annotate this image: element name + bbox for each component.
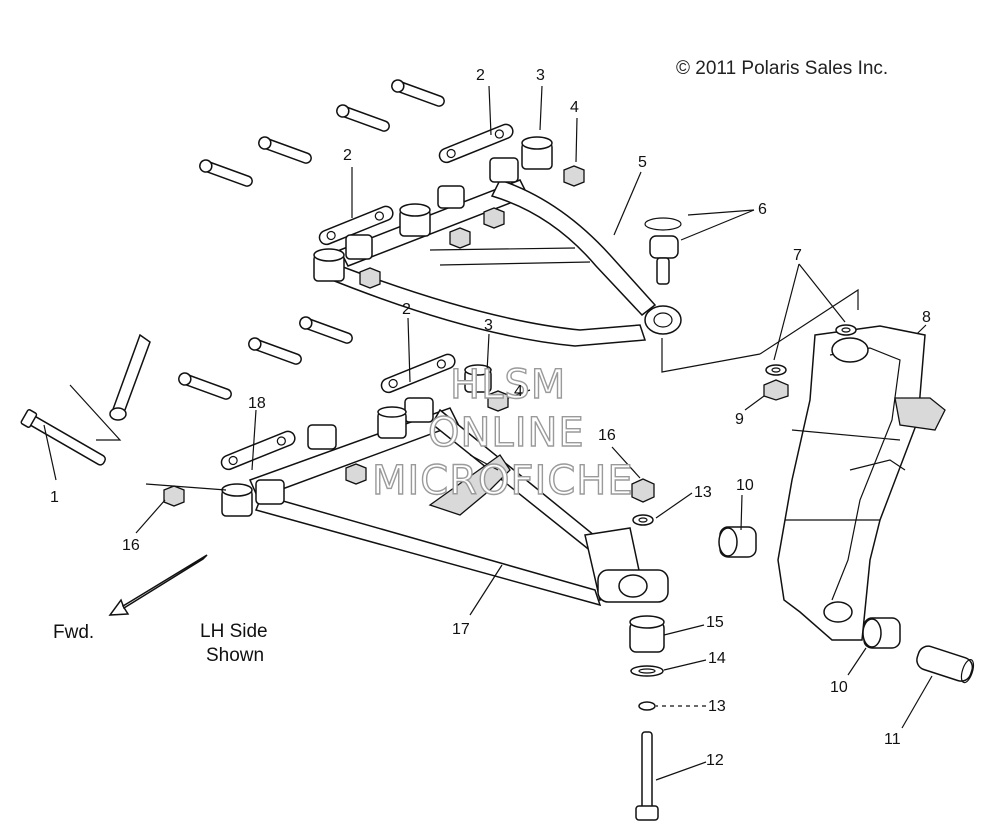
lower-bushings [221, 364, 492, 517]
pin-11 [916, 645, 975, 684]
callout-13: 13 [694, 484, 712, 501]
callout-11: 11 [884, 731, 901, 748]
watermark-line-1: HLSM [450, 362, 566, 408]
callout-13: 13 [708, 698, 726, 715]
upper-bushings [313, 136, 553, 282]
lower-pivot-plates [220, 353, 456, 471]
ball-joint-assembly [644, 217, 682, 285]
lower-a-arm [248, 407, 669, 607]
spindle-bushing-10-bottom [862, 617, 901, 649]
callout-16: 16 [598, 427, 616, 444]
upper-nuts [359, 165, 585, 289]
lower-pivot-bolt-1 [20, 384, 122, 466]
callout-12: 12 [706, 752, 724, 769]
side-note-line-2: Shown [206, 645, 264, 666]
callout-7: 7 [793, 247, 802, 264]
spindle-washers [763, 324, 857, 401]
callout-8: 8 [922, 309, 931, 326]
callout-4: 4 [514, 383, 523, 400]
lower-leader-lines [43, 317, 933, 781]
callout-10: 10 [830, 679, 848, 696]
lower-nuts [163, 390, 655, 526]
shock-link-sketch [109, 333, 151, 421]
upper-pivot-plates [318, 123, 514, 246]
callout-9: 9 [735, 411, 744, 428]
callout-6: 6 [758, 201, 767, 218]
callout-2: 2 [343, 147, 352, 164]
lower-ball-joint-stack [629, 615, 665, 821]
callout-3: 3 [484, 317, 493, 334]
callout-4: 4 [570, 99, 579, 116]
upper-a-arm [320, 179, 682, 347]
watermark: HLSM ONLINE MICROFICHE [371, 361, 634, 504]
side-note-line-1: LH Side [200, 621, 268, 642]
spindle [777, 325, 946, 641]
lower-bolts [178, 316, 353, 400]
callout-2: 2 [476, 67, 485, 84]
callout-17: 17 [452, 621, 470, 638]
callout-2: 2 [402, 301, 411, 318]
spindle-bushing-10-top [718, 526, 757, 558]
callout-16: 16 [122, 537, 140, 554]
forward-arrow-icon [108, 554, 208, 616]
callout-5: 5 [638, 154, 647, 171]
callout-3: 3 [536, 67, 545, 84]
callout-14: 14 [708, 650, 726, 667]
callout-labels: 2 3 4 2 5 6 7 8 2 3 4 9 18 16 13 10 1 16… [50, 67, 931, 769]
copyright-text: © 2011 Polaris Sales Inc. [676, 58, 888, 79]
callout-15: 15 [706, 614, 724, 631]
callout-18: 18 [248, 395, 266, 412]
callout-10: 10 [736, 477, 754, 494]
callout-1: 1 [50, 489, 59, 506]
upper-bolts [199, 79, 445, 187]
watermark-line-2: ONLINE [428, 410, 585, 456]
forward-label: Fwd. [53, 622, 94, 643]
watermark-line-3: MICROFICHE [372, 458, 634, 504]
